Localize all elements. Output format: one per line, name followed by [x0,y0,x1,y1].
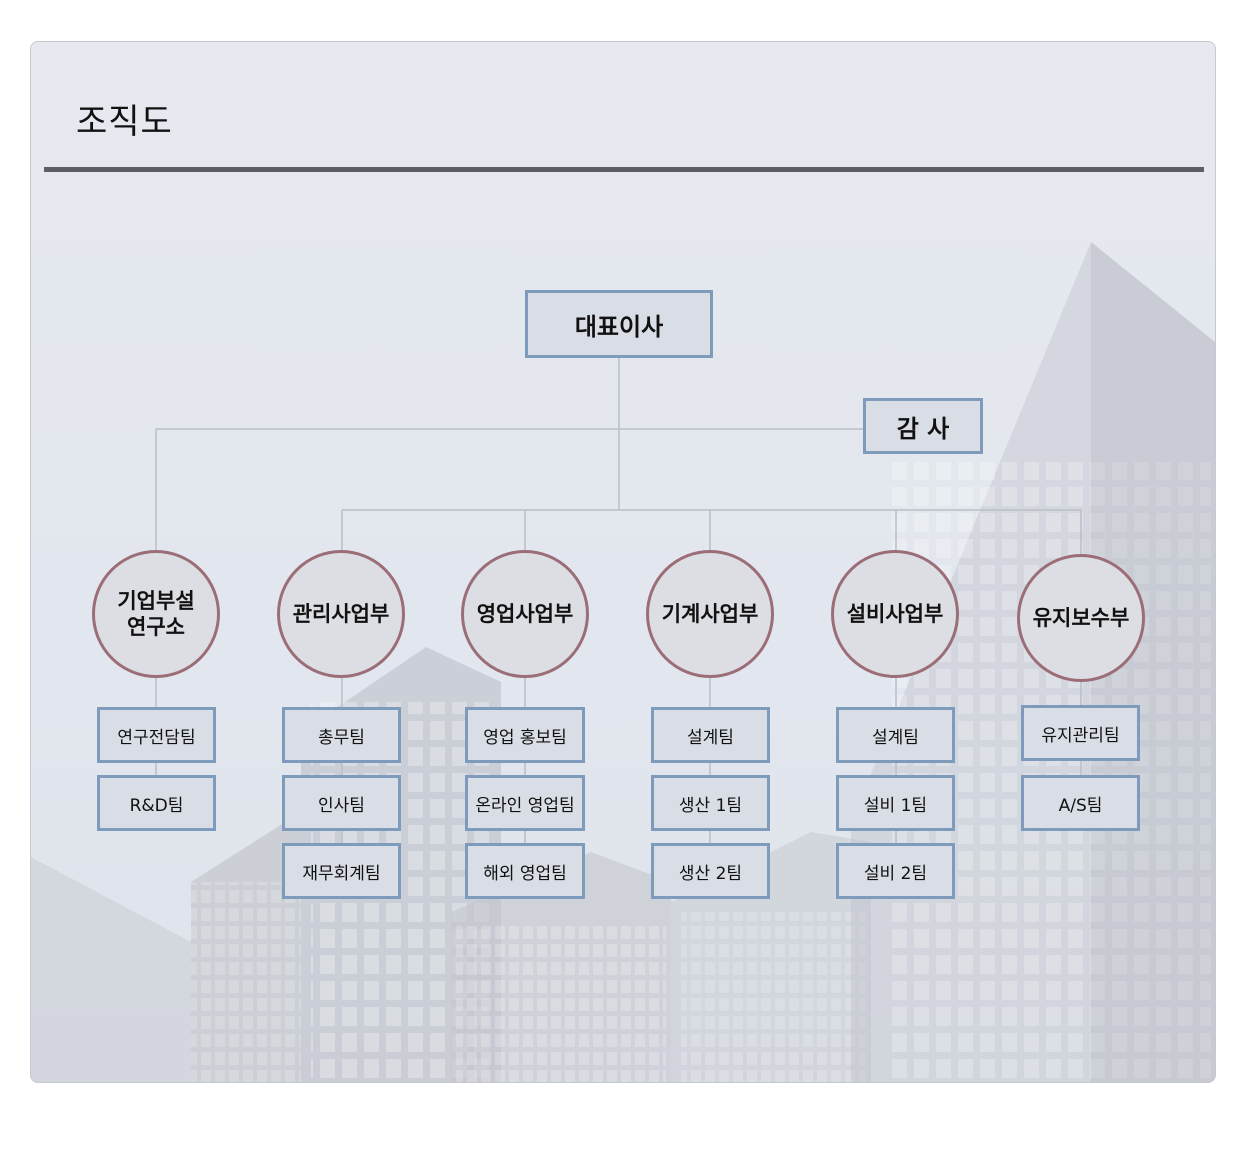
audit-box: 감 사 [863,398,983,454]
team-box: 유지관리팀 [1021,705,1140,761]
page-title: 조직도 [76,102,173,142]
team-label: 해외 영업팀 [483,863,567,884]
team-box: 생산 1팀 [651,775,770,831]
dept-label: 기업부설 연구소 [117,588,195,639]
team-box: 생산 2팀 [651,843,770,899]
team-label: 온라인 영업팀 [475,795,575,816]
team-label: R&D팀 [129,795,184,816]
ceo-label: 대표이사 [574,312,664,341]
team-label: A/S팀 [1058,795,1103,816]
audit-label: 감 사 [896,414,950,443]
dept-label: 설비사업부 [846,601,944,626]
dept-circle-sales: 영업사업부 [461,550,589,678]
dept-circle-research: 기업부설 연구소 [92,550,220,678]
team-box: 연구전담팀 [97,707,216,763]
team-label: 생산 1팀 [678,795,743,816]
team-label: 설계팀 [872,727,919,748]
dept-circle-machinery: 기계사업부 [646,550,774,678]
team-box: 인사팀 [282,775,401,831]
team-box: A/S팀 [1021,775,1140,831]
team-label: 설계팀 [687,727,734,748]
org-chart-panel: 조직도 대표이사 감 사 기업부설 연구소 관리사업부 [30,41,1216,1083]
team-box: R&D팀 [97,775,216,831]
dept-circle-facility: 설비사업부 [831,550,959,678]
title-divider [44,167,1204,172]
dept-label: 영업사업부 [476,601,574,626]
team-label: 인사팀 [318,795,365,816]
team-label: 연구전담팀 [117,727,196,748]
dept-circle-management: 관리사업부 [277,550,405,678]
team-box: 재무회계팀 [282,843,401,899]
team-label: 설비 1팀 [863,795,928,816]
dept-label: 기계사업부 [661,601,759,626]
team-box: 설비 2팀 [836,843,955,899]
team-box: 총무팀 [282,707,401,763]
team-label: 총무팀 [318,727,365,748]
team-label: 영업 홍보팀 [483,727,567,748]
dept-label: 유지보수부 [1032,605,1130,630]
team-label: 유지관리팀 [1041,725,1120,746]
team-label: 설비 2팀 [863,863,928,884]
team-box: 온라인 영업팀 [465,775,585,831]
connector-lines [155,358,1082,896]
team-box: 설비 1팀 [836,775,955,831]
ceo-box: 대표이사 [525,290,713,358]
dept-label: 관리사업부 [292,601,390,626]
team-box: 영업 홍보팀 [465,707,585,763]
dept-circle-maintenance: 유지보수부 [1017,554,1145,682]
team-box: 설계팀 [836,707,955,763]
team-label: 재무회계팀 [302,863,381,884]
team-box: 해외 영업팀 [465,843,585,899]
team-label: 생산 2팀 [678,863,743,884]
team-box: 설계팀 [651,707,770,763]
background-buildings-image [31,242,1215,1082]
